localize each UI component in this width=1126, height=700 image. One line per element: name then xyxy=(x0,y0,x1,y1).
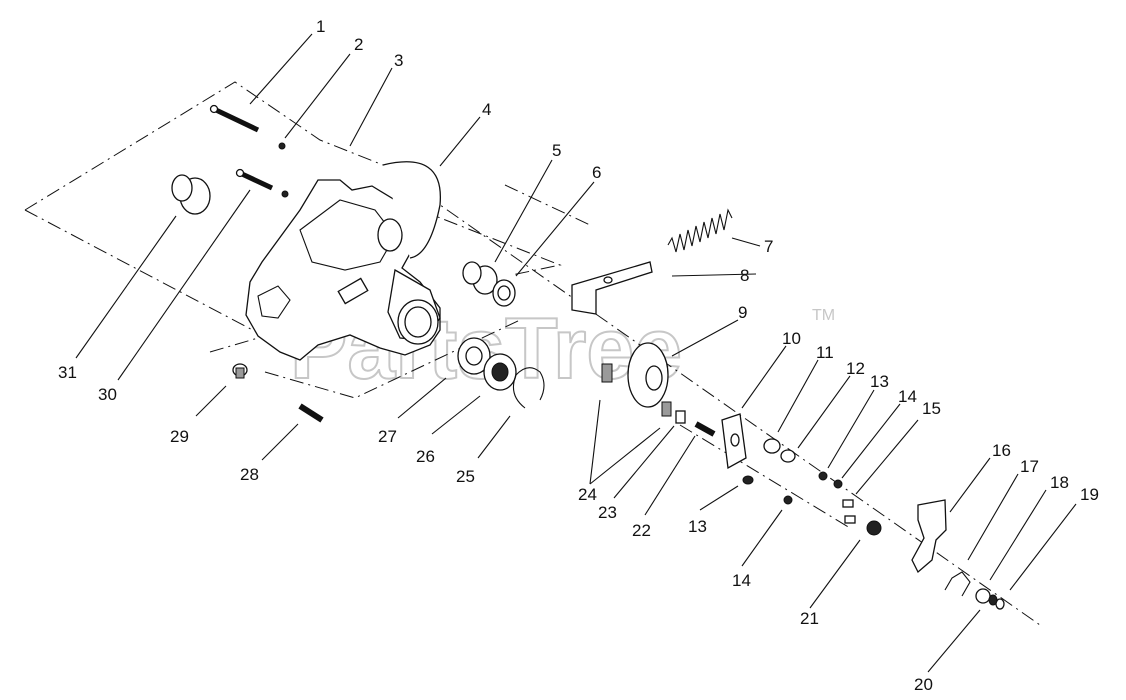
callout-numbers: 1 2 3 4 5 6 7 8 9 10 11 12 13 14 15 16 1… xyxy=(58,17,1099,694)
callout-1: 1 xyxy=(316,17,325,36)
callout-9: 9 xyxy=(738,303,747,322)
part-21-spring xyxy=(866,520,882,536)
svg-text:TM: TM xyxy=(812,307,835,324)
callout-12: 12 xyxy=(846,359,865,378)
part-17-spring xyxy=(944,571,971,597)
part-11-spacer xyxy=(763,438,781,454)
part-12-washer xyxy=(780,449,796,463)
gear-case-housing xyxy=(245,161,442,361)
part-1-long-screw xyxy=(209,104,260,133)
callout-5: 5 xyxy=(552,141,561,160)
callout-8: 8 xyxy=(740,266,749,285)
part-7-spring xyxy=(667,208,733,253)
callout-16: 16 xyxy=(992,441,1011,460)
callout-22: 22 xyxy=(632,521,651,540)
part-14-nut-lower xyxy=(783,495,793,505)
callout-3: 3 xyxy=(394,51,403,70)
callout-19: 19 xyxy=(1080,485,1099,504)
callout-17: 17 xyxy=(1020,457,1039,476)
part-27-bearing xyxy=(457,337,491,375)
callout-6: 6 xyxy=(592,163,601,182)
part-13-nut xyxy=(818,471,828,481)
part-24-keys xyxy=(601,363,672,417)
part-20-nut xyxy=(988,594,998,606)
part-15-pin xyxy=(842,499,856,524)
callout-21: 21 xyxy=(800,609,819,628)
callout-11: 11 xyxy=(816,343,834,362)
part-13-nut-lower xyxy=(742,475,754,485)
callout-25: 25 xyxy=(456,467,475,486)
callout-13-lower: 13 xyxy=(688,517,707,536)
part-14-nut xyxy=(833,479,843,489)
part-10-lever xyxy=(721,413,747,470)
part-28-screw xyxy=(298,403,324,423)
part-5-needle-bearing xyxy=(462,261,498,295)
callout-27: 27 xyxy=(378,427,397,446)
part-9-disc xyxy=(627,342,669,408)
callout-26: 26 xyxy=(416,447,435,466)
part-18-washer xyxy=(975,588,991,604)
callout-2: 2 xyxy=(354,35,363,54)
callout-4: 4 xyxy=(482,100,491,119)
part-22-screw xyxy=(694,421,716,437)
part-31-bushing xyxy=(171,174,211,215)
callout-7: 7 xyxy=(764,237,773,256)
part-23-key xyxy=(675,410,686,424)
part-6-seal xyxy=(492,279,516,307)
part-29-plug xyxy=(232,363,248,379)
callout-23: 23 xyxy=(598,503,617,522)
callout-24: 24 xyxy=(578,485,597,504)
part-25-retaining-ring xyxy=(512,367,545,409)
callout-15: 15 xyxy=(922,399,941,418)
callout-28: 28 xyxy=(240,465,259,484)
callout-30: 30 xyxy=(98,385,117,404)
part-16-trigger xyxy=(911,499,947,574)
callout-10: 10 xyxy=(782,329,801,348)
callout-20: 20 xyxy=(914,675,933,694)
part-30-short-screw xyxy=(235,168,289,198)
callout-13: 13 xyxy=(870,372,889,391)
callout-29: 29 xyxy=(170,427,189,446)
part-2-washer xyxy=(278,142,286,150)
part-8-bracket xyxy=(571,261,653,315)
callout-14: 14 xyxy=(898,387,917,406)
part-26-bearing xyxy=(483,353,517,391)
callout-18: 18 xyxy=(1050,473,1069,492)
callout-31: 31 xyxy=(58,363,77,382)
leader-lines xyxy=(75,33,1077,673)
callout-14-lower: 14 xyxy=(732,571,751,590)
